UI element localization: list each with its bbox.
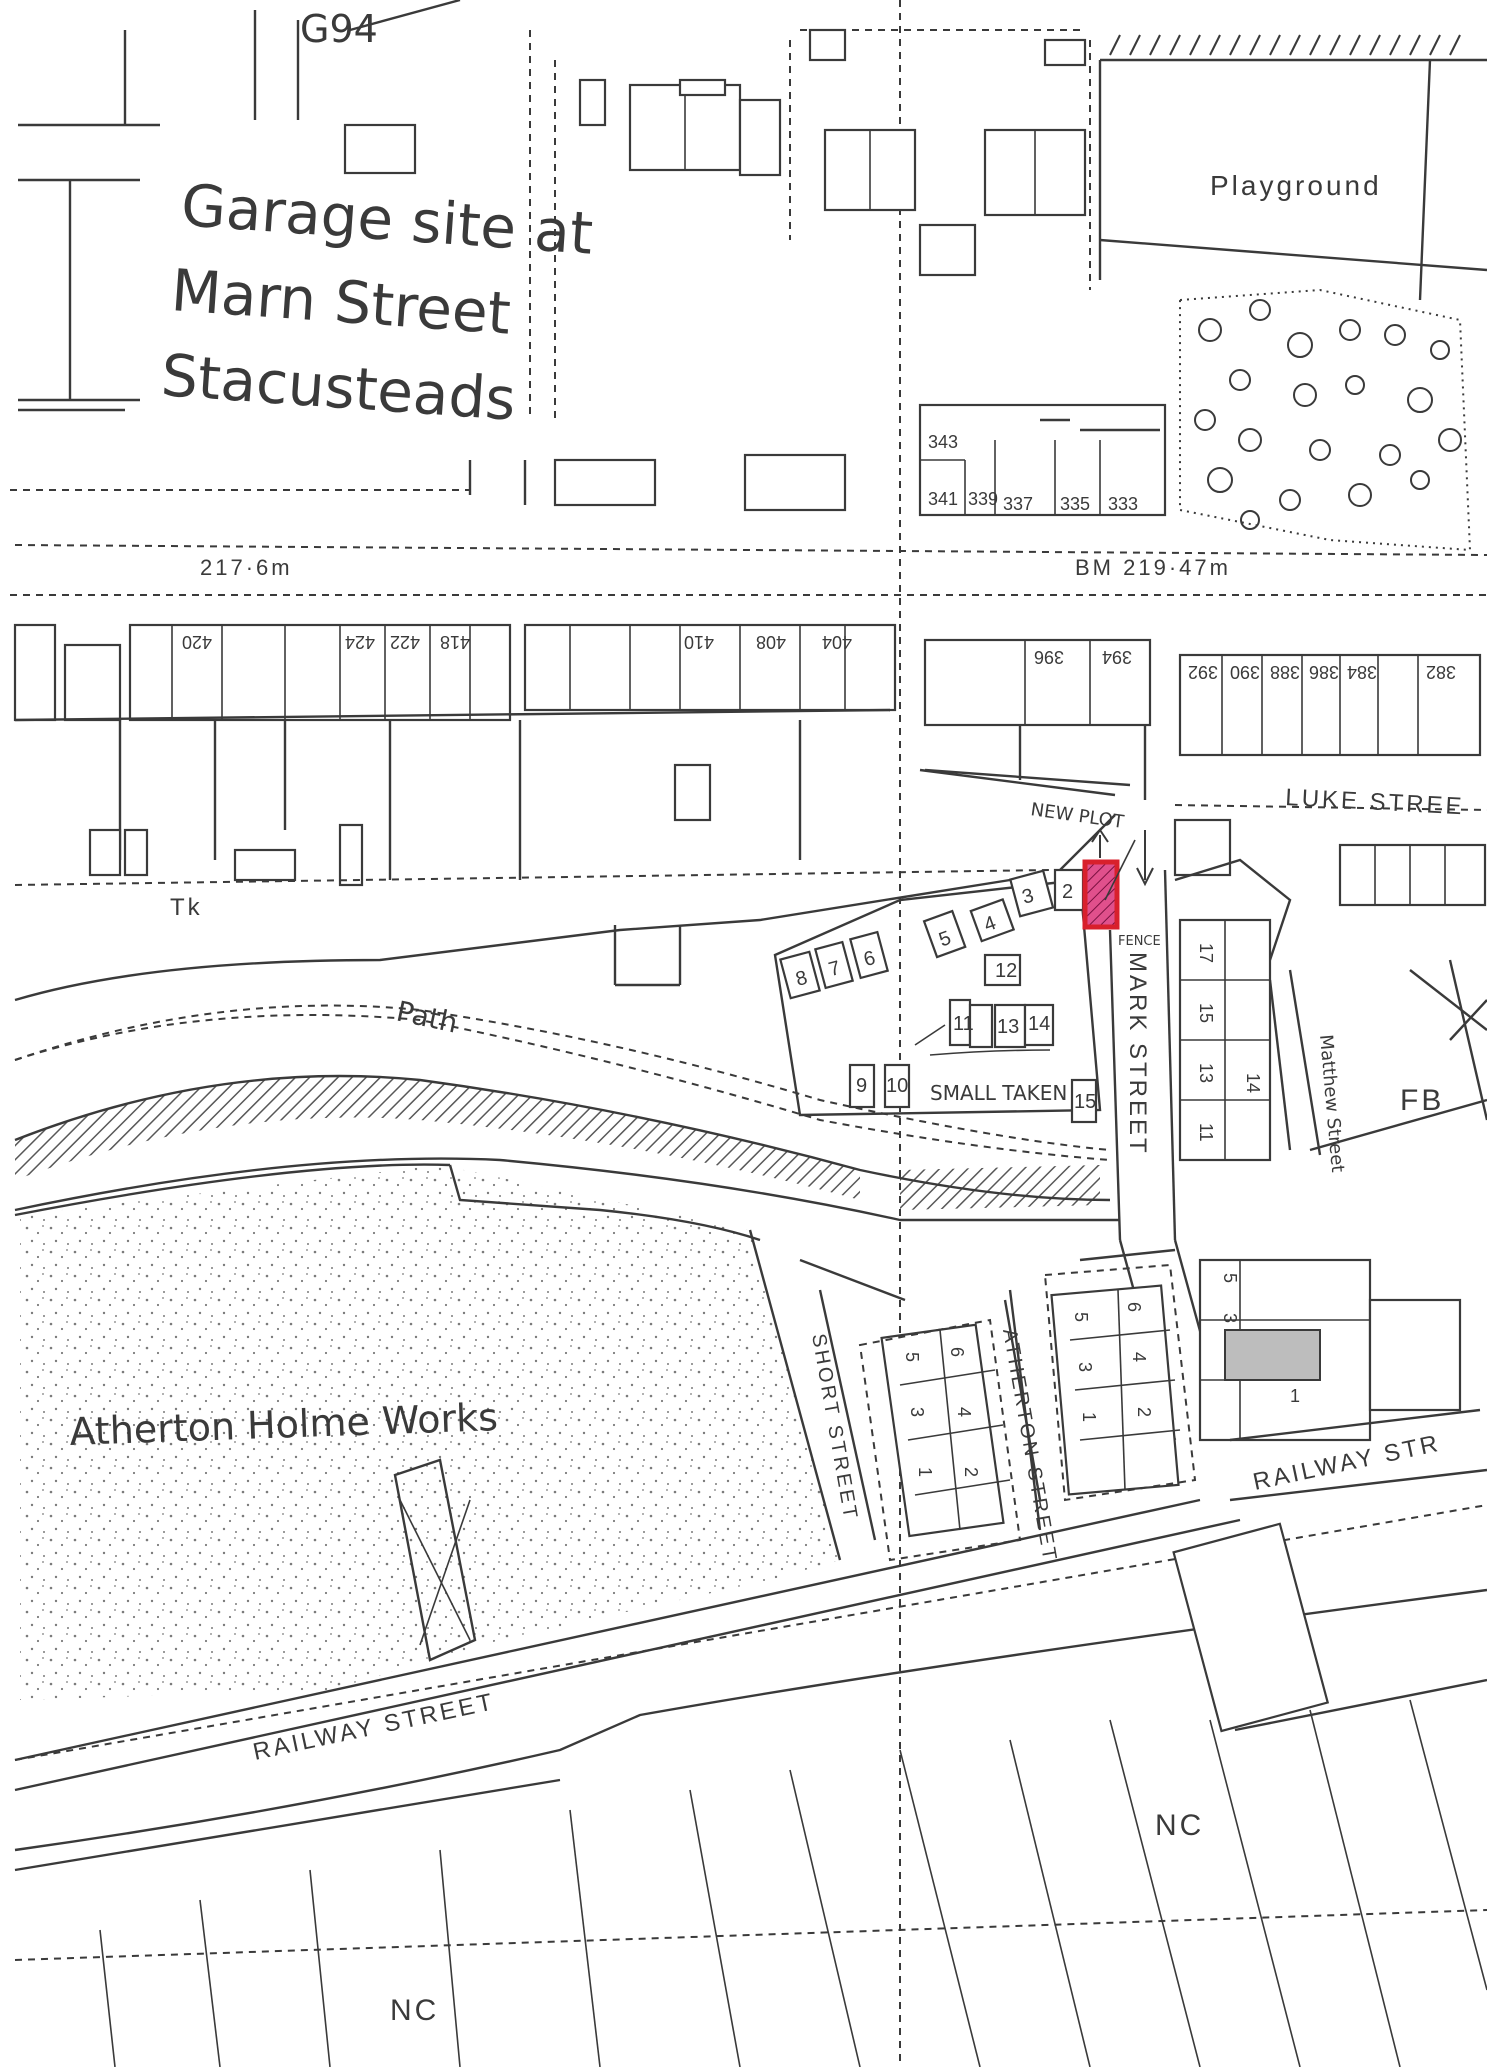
house-335: 335 <box>1060 494 1090 514</box>
nc-label-west: NC <box>390 1994 439 2027</box>
house-5-short: 5 <box>902 1352 922 1362</box>
house-333: 333 <box>1108 494 1138 514</box>
house-1-short: 1 <box>915 1467 935 1477</box>
house-15: 15 <box>1196 1003 1216 1023</box>
house-1-east: 1 <box>1290 1386 1300 1406</box>
house-341: 341 <box>928 489 958 509</box>
garage-site: 8 7 6 5 4 3 2 12 11 13 14 9 10 15 <box>773 768 1154 1124</box>
back-yards <box>14 708 1147 887</box>
house-394: 394 <box>1102 647 1132 667</box>
house-422: 422 <box>390 632 420 652</box>
house-392: 392 <box>1188 662 1218 682</box>
playground-label: Playground <box>1210 170 1382 201</box>
house-5-mark: 5 <box>1071 1312 1091 1322</box>
house-386: 386 <box>1309 662 1339 682</box>
house-388: 388 <box>1270 662 1300 682</box>
track <box>14 869 1051 1002</box>
plot-8: 8 <box>793 967 809 991</box>
house-420: 420 <box>182 632 212 652</box>
plot-2: 2 <box>1062 881 1073 903</box>
level-label-west: 217·6m <box>200 555 293 580</box>
house-14: 14 <box>1243 1073 1263 1093</box>
house-418: 418 <box>440 632 470 652</box>
house-1-mark: 1 <box>1079 1412 1099 1422</box>
woodland <box>1179 288 1472 552</box>
plot-15: 15 <box>1074 1091 1096 1113</box>
house-408: 408 <box>756 632 786 652</box>
house-404: 404 <box>822 632 852 652</box>
house-4-short: 4 <box>954 1407 974 1417</box>
path-corridor <box>14 1004 1120 1222</box>
north-terrace: 343 341 339 337 335 333 <box>523 403 1167 517</box>
south-east-blocks: 5 3 1 5 3 1 6 4 2 <box>1003 1258 1487 1502</box>
mark-street-east: 17 15 13 11 14 <box>1173 804 1487 1162</box>
plot-7: 7 <box>826 957 842 981</box>
house-13: 13 <box>1196 1063 1216 1083</box>
house-337: 337 <box>1003 494 1033 514</box>
benchmark-label: BM 219·47m <box>1075 555 1231 580</box>
plot-12: 12 <box>995 960 1017 982</box>
house-3-short: 3 <box>907 1407 927 1417</box>
house-5-east: 5 <box>1220 1273 1240 1283</box>
house-4-mark: 4 <box>1129 1352 1149 1362</box>
plot-11: 11 <box>953 1013 974 1035</box>
plot-14: 14 <box>1028 1013 1050 1035</box>
house-390: 390 <box>1230 662 1260 682</box>
house-3-east: 3 <box>1220 1313 1240 1323</box>
house-11: 11 <box>1196 1123 1216 1142</box>
house-384: 384 <box>1347 662 1377 682</box>
main-road <box>10 460 1487 596</box>
house-343: 343 <box>928 432 958 452</box>
track-label: Tk <box>170 894 203 921</box>
mark-street-label: MARK STREET <box>1124 952 1151 1156</box>
house-3-mark: 3 <box>1075 1362 1095 1372</box>
house-2-mark: 2 <box>1134 1407 1154 1417</box>
house-2-short: 2 <box>961 1467 981 1477</box>
north-buildings <box>18 0 1487 420</box>
railway-street <box>14 1498 1487 1872</box>
house-382: 382 <box>1426 662 1456 682</box>
house-410: 410 <box>684 632 714 652</box>
lower-parcels <box>14 1699 1487 2067</box>
house-339: 339 <box>968 489 998 509</box>
plot-13: 13 <box>997 1016 1019 1038</box>
atherton-blocks: 5 3 1 6 4 2 <box>799 1248 1176 1562</box>
map-reference: G94 <box>300 7 378 51</box>
small-taken-label: SMALL TAKEN <box>930 1081 1067 1105</box>
plot-3: 3 <box>1020 885 1036 909</box>
atherton-holme-works <box>14 1163 842 1700</box>
house-424: 424 <box>345 632 375 652</box>
house-6-short: 6 <box>947 1347 967 1357</box>
plot-10: 10 <box>886 1075 908 1097</box>
footbridge-label: FB <box>1400 1084 1444 1117</box>
fence-label: FENCE <box>1118 934 1161 949</box>
plot-9: 9 <box>856 1075 867 1097</box>
house-6-mark: 6 <box>1124 1302 1144 1312</box>
main-road-terraces: 420 422 424 418 410 408 404 396 394 392 … <box>13 623 1482 757</box>
garage-plots: 8 7 6 5 4 3 2 12 11 13 14 9 10 15 <box>778 868 1098 1124</box>
plot-6: 6 <box>861 947 877 971</box>
nc-label-east: NC <box>1155 1809 1204 1842</box>
new-plot-marker <box>1082 859 1120 930</box>
house-17: 17 <box>1196 943 1216 963</box>
house-396: 396 <box>1034 647 1064 667</box>
